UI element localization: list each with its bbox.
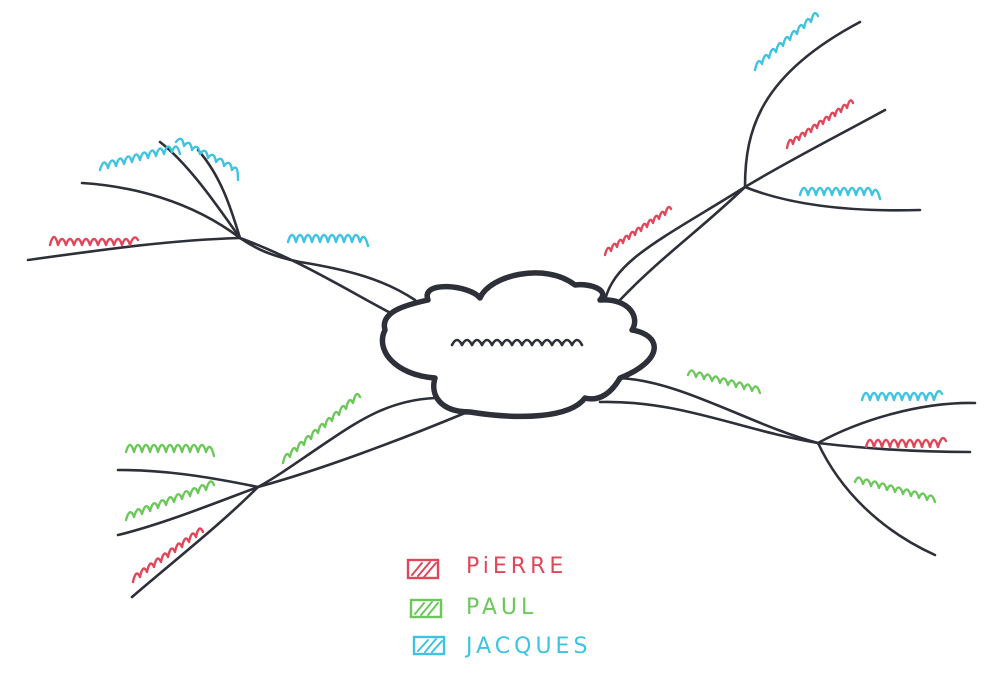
legend-swatch-jacques (412, 635, 446, 656)
legend-swatch-hatch-jacques (417, 638, 443, 653)
squiggles-pierre (48, 99, 948, 584)
branch-bottom-right (598, 376, 977, 557)
squiggles-paul (124, 369, 937, 522)
central-cloud (379, 270, 657, 420)
central-scribble (450, 338, 584, 347)
legend-label-paul: PAUL (466, 595, 537, 620)
squiggles-jacques (98, 11, 944, 402)
legend-swatch-hatch-paul (414, 601, 439, 616)
legend-swatch-hatch-pierre (411, 561, 437, 578)
branch-bottom-left (116, 396, 467, 599)
legend-item-paul: PAUL (409, 595, 537, 620)
legend-swatch-pierre (406, 558, 440, 580)
branch-top-left (26, 140, 417, 320)
legend-item-pierre: PiERRE (406, 554, 567, 580)
legend-label-jacques: JACQUES (464, 634, 591, 659)
branch-top-right (603, 20, 922, 302)
legend-item-jacques: JACQUES (412, 634, 591, 659)
legend-label-pierre: PiERRE (466, 554, 567, 579)
legend: PiERRE PAUL JACQUES (406, 554, 591, 659)
legend-swatch-paul (409, 598, 443, 619)
